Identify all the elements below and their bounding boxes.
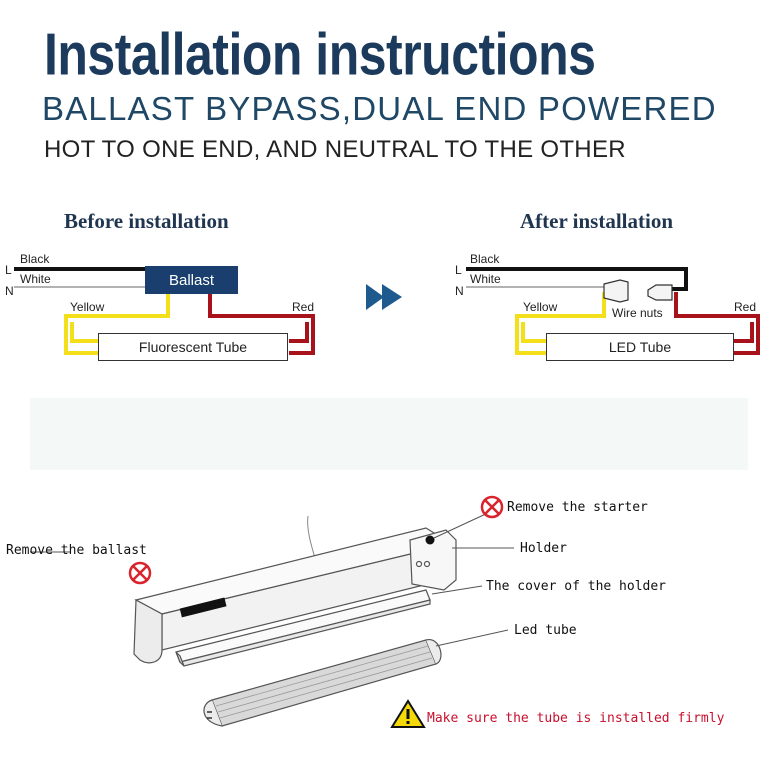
after-red-wire	[674, 292, 760, 355]
page-title: Installation instructions	[44, 21, 596, 88]
led-tube-box: LED Tube	[546, 333, 734, 361]
led-tube-label: Led tube	[514, 623, 577, 638]
fixture-drawing	[133, 515, 457, 727]
remove-ballast-label: Remove the ballast	[6, 543, 147, 558]
before-red-wire-inner	[289, 322, 309, 343]
ballast-box: Ballast	[145, 266, 238, 294]
before-label-red: Red	[292, 300, 315, 314]
faint-band	[30, 398, 748, 470]
before-red-wire	[208, 294, 315, 355]
fixture-left-cap	[133, 599, 163, 664]
warning-label: Make sure the tube is installed firmly	[427, 711, 725, 726]
holder-label: Holder	[520, 541, 567, 556]
before-label-yellow: Yellow	[70, 300, 105, 314]
remove-starter-label: Remove the starter	[507, 500, 648, 515]
before-yellow-wire-inner	[70, 322, 98, 343]
after-label-n: N	[455, 284, 464, 298]
after-label-red: Red	[734, 300, 757, 314]
after-label-yellow: Yellow	[523, 300, 558, 314]
after-label-white: White	[470, 272, 501, 286]
wire-nuts-label: Wire nuts	[612, 306, 663, 320]
wire-nut-left	[603, 279, 629, 303]
fixture-right-holder	[409, 529, 457, 591]
before-yellow-wire	[64, 294, 170, 355]
leader-lines	[30, 511, 514, 647]
before-label-white: White	[20, 272, 51, 286]
after-label-l: L	[455, 263, 462, 277]
holder-cover-label: The cover of the holder	[486, 579, 667, 594]
ballast-bar	[179, 597, 227, 618]
after-black-wire	[466, 267, 688, 291]
before-heading: Before installation	[64, 209, 229, 233]
before-label-n: N	[5, 284, 14, 298]
page-tagline: HOT TO ONE END, AND NEUTRAL TO THE OTHER	[44, 136, 626, 163]
before-label-l: L	[5, 263, 12, 277]
double-arrow-right-icon	[366, 284, 402, 310]
after-label-black: Black	[470, 252, 500, 266]
after-yellow-wire-inner	[521, 322, 546, 343]
after-heading: After installation	[520, 209, 674, 233]
before-black-wire	[14, 267, 145, 271]
after-yellow-wire	[515, 292, 606, 355]
starter-dot	[425, 535, 435, 545]
fluorescent-tube-box: Fluorescent Tube	[98, 333, 288, 361]
after-wiring	[466, 267, 760, 355]
before-wiring	[14, 267, 315, 355]
page-subtitle: BALLAST BYPASS,DUAL END POWERED	[42, 90, 717, 127]
wire-nut-right	[647, 284, 673, 301]
no-symbol-icon	[128, 561, 152, 585]
after-red-wire-inner	[733, 322, 754, 343]
no-symbol-icon	[480, 495, 504, 519]
before-label-black: Black	[20, 252, 50, 266]
warning-triangle-icon	[390, 699, 426, 728]
